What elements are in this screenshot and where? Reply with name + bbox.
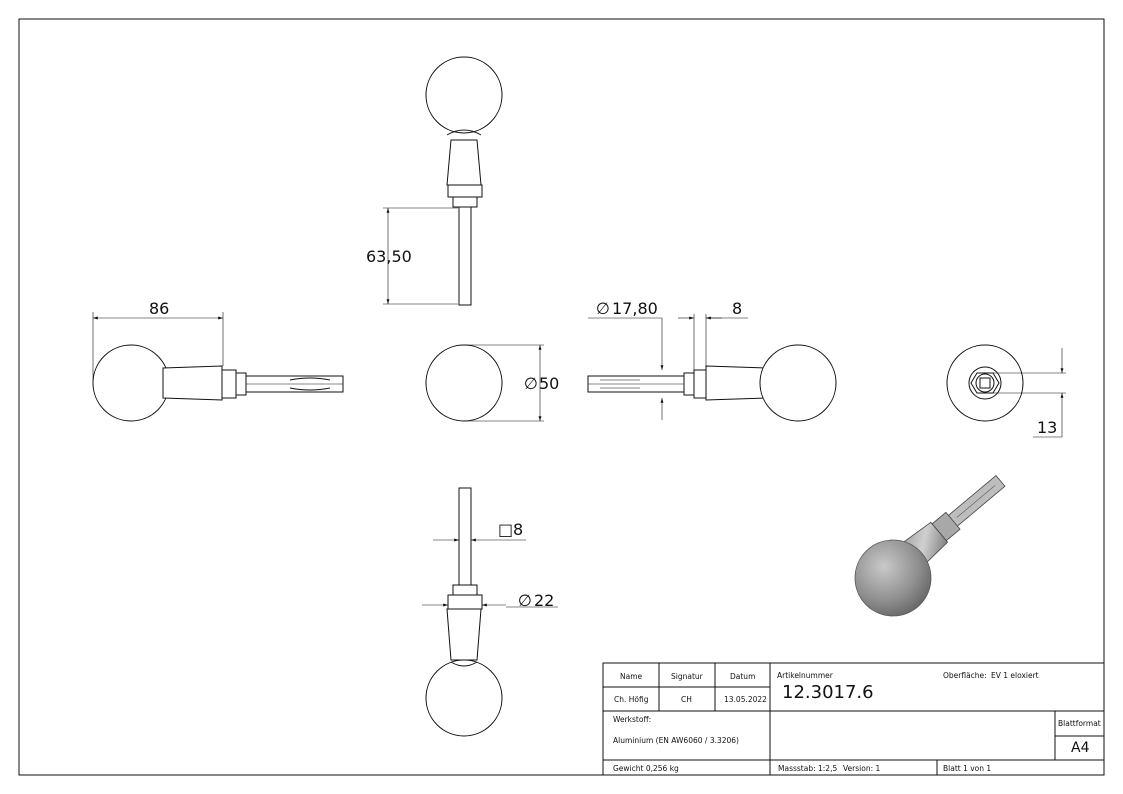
dim-collar-diameter-symbol: ∅	[518, 591, 532, 610]
dim-shank-diameter: 17,80	[612, 299, 658, 318]
dim-shank-diameter-symbol: ∅	[596, 299, 610, 318]
sheet-border	[18, 18, 1105, 776]
tb-datum: 13.05.2022	[724, 695, 767, 704]
tb-massstab: Massstab: 1:2,5	[778, 764, 837, 773]
tb-blattformat-label: Blattformat	[1058, 719, 1101, 728]
tb-blattformat: A4	[1071, 740, 1090, 756]
dim-collar-diameter: 22	[534, 591, 554, 610]
tb-oberflaeche-label: Oberfläche:	[943, 671, 987, 680]
tb-signatur: CH	[681, 695, 692, 704]
dim-collar-width: 8	[732, 299, 742, 318]
tb-name: Ch. Höfig	[614, 695, 649, 704]
view-bottom: □ 8 ∅ 22	[422, 487, 558, 737]
tb-oberflaeche: EV 1 eloxiert	[991, 671, 1039, 680]
view-left: 86	[92, 299, 344, 422]
dim-hex-size: 13	[1037, 418, 1057, 437]
view-end: 13	[946, 344, 1066, 438]
dim-square-size: 8	[513, 520, 523, 539]
dim-ball-diameter: 50	[539, 374, 559, 393]
title-block: Name Signatur Datum Ch. Höfig CH 13.05.2…	[602, 662, 1105, 776]
tb-werkstoff-label: Werkstoff:	[613, 715, 651, 724]
tb-version: Version: 1	[843, 764, 880, 773]
dim-square-symbol: □	[498, 520, 513, 539]
tb-artikelnummer-label: Artikelnummer	[777, 671, 834, 680]
view-right: ∅ 17,80 8	[587, 299, 837, 422]
dim-ball-diameter-symbol: ∅	[524, 374, 538, 393]
tb-col-name: Name	[620, 672, 643, 681]
tb-col-signatur: Signatur	[671, 672, 704, 681]
view-front: ∅ 50	[425, 344, 559, 422]
view-isometric	[854, 474, 1006, 617]
tb-col-datum: Datum	[730, 672, 755, 681]
tb-werkstoff: Aluminium (EN AW6060 / 3.3206)	[613, 736, 739, 745]
tb-artikelnummer: 12.3017.6	[782, 682, 874, 703]
tb-gewicht: Gewicht 0,256 kg	[613, 764, 679, 773]
tb-blatt: Blatt 1 von 1	[943, 764, 991, 773]
dim-overall-length: 86	[149, 299, 169, 318]
dim-shaft-length: 63,50	[366, 247, 412, 266]
view-top: 63,50	[366, 56, 503, 306]
